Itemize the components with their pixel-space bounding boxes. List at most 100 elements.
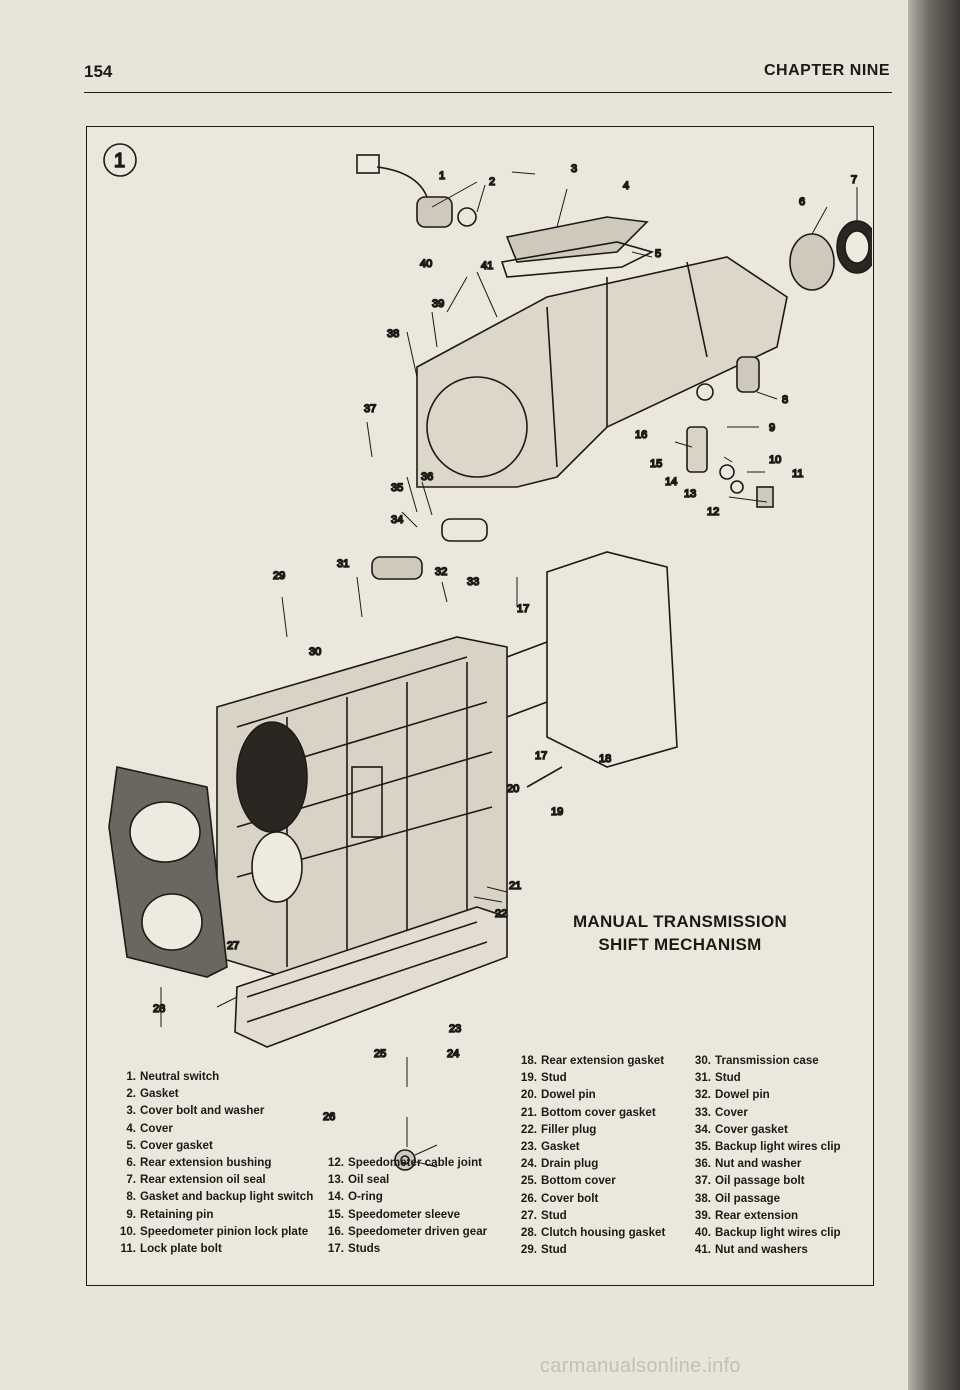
callout: 36 xyxy=(421,471,433,483)
legend-item: 25.Bottom cover xyxy=(520,1174,616,1188)
callout: 41 xyxy=(481,260,493,272)
callout: 39 xyxy=(432,298,444,310)
legend-item: 40.Backup light wires clip xyxy=(694,1226,841,1240)
legend-item: 19.Stud xyxy=(520,1071,567,1085)
chapter-title: CHAPTER NINE xyxy=(763,62,890,79)
callout: 17 xyxy=(517,603,529,615)
figure-title: MANUAL TRANSMISSION SHIFT MECHANISM xyxy=(570,910,790,956)
legend-item: 36.Nut and washer xyxy=(694,1157,802,1171)
callout: 23 xyxy=(449,1023,461,1035)
callout: 15 xyxy=(650,458,662,470)
watermark: carmanualsonline.info xyxy=(540,1355,741,1377)
legend-item: 20.Dowel pin xyxy=(520,1088,596,1102)
shift-cover xyxy=(505,216,649,263)
bottom-cover xyxy=(234,906,508,1048)
legend-item: 32.Dowel pin xyxy=(694,1088,770,1102)
callout: 8 xyxy=(782,394,788,406)
callout: 35 xyxy=(391,482,403,494)
legend-item: 29.Stud xyxy=(520,1243,567,1257)
callout: 4 xyxy=(623,180,629,192)
callout: 28 xyxy=(153,1003,165,1015)
legend-item: 31.Stud xyxy=(694,1071,741,1085)
legend-item: 6.Rear extension bushing xyxy=(126,1156,272,1170)
figure-number: 1 xyxy=(114,150,125,172)
callout: 38 xyxy=(387,328,399,340)
rear-extension-gasket xyxy=(546,551,678,768)
callout: 11 xyxy=(792,468,803,480)
legend-item: 12.Speedometer cable joint xyxy=(327,1156,483,1169)
cover-gasket xyxy=(500,241,655,278)
callout: 31 xyxy=(337,558,349,570)
book-spine-shadow xyxy=(908,0,960,1390)
callout: 24 xyxy=(447,1048,459,1060)
figure-title-line: MANUAL TRANSMISSION xyxy=(572,912,788,931)
legend-item: 28.Clutch housing gasket xyxy=(520,1226,666,1240)
callout: 3 xyxy=(571,163,577,175)
legend-item: 8.Gasket and backup light switch xyxy=(126,1190,314,1204)
callout: 19 xyxy=(551,806,563,818)
legend-item: 26.Cover bolt xyxy=(520,1191,599,1205)
legend-item: 37.Oil passage bolt xyxy=(694,1174,805,1188)
rear-extension-bushing xyxy=(789,233,835,291)
legend-item: 3.Cover bolt and washer xyxy=(126,1104,265,1118)
legend-item: 35.Backup light wires clip xyxy=(694,1140,841,1154)
legend-item: 39.Rear extension xyxy=(694,1208,799,1222)
legend-item: 34.Cover gasket xyxy=(694,1122,788,1136)
callout: 18 xyxy=(599,753,611,765)
legend-item: 2.Gasket xyxy=(126,1087,179,1101)
figure-title-line: SHIFT MECHANISM xyxy=(598,935,762,954)
callout: 7 xyxy=(851,174,857,186)
callout: 9 xyxy=(769,422,775,434)
figure-number-circle xyxy=(103,143,137,177)
legend-item: 13.Oil seal xyxy=(327,1173,390,1187)
callout: 2 xyxy=(489,176,495,188)
callout: 1 xyxy=(439,170,445,182)
callout: 37 xyxy=(364,403,376,415)
legend-item: 17.Studs xyxy=(327,1242,381,1256)
legend-item: 23.Gasket xyxy=(520,1140,580,1154)
legend-item: 16.Speedometer driven gear xyxy=(327,1224,488,1238)
legend-item: 9.Retaining pin xyxy=(126,1207,214,1221)
legend-item: 4.Cover xyxy=(126,1121,173,1135)
legend-item: 24.Drain plug xyxy=(520,1157,599,1171)
callout: 26 xyxy=(323,1111,335,1123)
callout: 21 xyxy=(509,880,521,892)
callout: 16 xyxy=(635,429,647,441)
rear-extension xyxy=(416,256,788,488)
callout: 10 xyxy=(769,454,781,466)
neutral-switch xyxy=(416,196,453,228)
callout: 33 xyxy=(467,576,479,588)
callout: 25 xyxy=(374,1048,386,1060)
callout: 6 xyxy=(799,196,805,208)
legend-item: 10.Speedometer pinion lock plate xyxy=(119,1224,309,1238)
callout: 17 xyxy=(535,750,547,762)
callout: 20 xyxy=(507,783,519,795)
legend-item: 18.Rear extension gasket xyxy=(520,1054,665,1067)
legend-item: 21.Bottom cover gasket xyxy=(520,1105,656,1119)
legend-item: 33.Cover xyxy=(694,1105,748,1119)
legend-item: 5.Cover gasket xyxy=(126,1138,213,1152)
legend-item: 7.Rear extension oil seal xyxy=(126,1173,266,1187)
figure-box: 1 1 2 3 4 5 6 7 8 9 10 11 12 13 14 15 16… xyxy=(86,126,874,1286)
callout: 30 xyxy=(309,646,321,658)
legend-item: 27.Stud xyxy=(520,1208,567,1222)
callout: 13 xyxy=(684,488,696,500)
legend-item: 41.Nut and washers xyxy=(694,1243,808,1257)
callout: 29 xyxy=(273,570,285,582)
header-rule xyxy=(84,92,892,93)
legend-column-4: 30.Transmission case 31.Stud 32.Dowel pi… xyxy=(689,1052,841,1258)
legend-column-2: 12.Speedometer cable joint 13.Oil seal 1… xyxy=(322,1154,487,1257)
exploded-diagram: 1 1 2 3 4 5 6 7 8 9 10 11 12 13 14 15 16… xyxy=(103,143,872,1171)
legend-item: 1.Neutral switch xyxy=(126,1070,220,1083)
callout: 14 xyxy=(665,476,677,488)
legend-item: 11.Lock plate bolt xyxy=(120,1242,222,1256)
callout: 34 xyxy=(391,514,403,526)
legend-item: 22.Filler plug xyxy=(520,1122,597,1136)
legend-item: 15.Speedometer sleeve xyxy=(327,1207,461,1221)
callout: 27 xyxy=(227,940,239,952)
callout: 22 xyxy=(495,908,507,920)
callout: 32 xyxy=(435,566,447,578)
callout: 5 xyxy=(655,248,661,260)
callout: 40 xyxy=(420,258,432,270)
legend-column-3: 18.Rear extension gasket 19.Stud 20.Dowe… xyxy=(515,1052,665,1258)
